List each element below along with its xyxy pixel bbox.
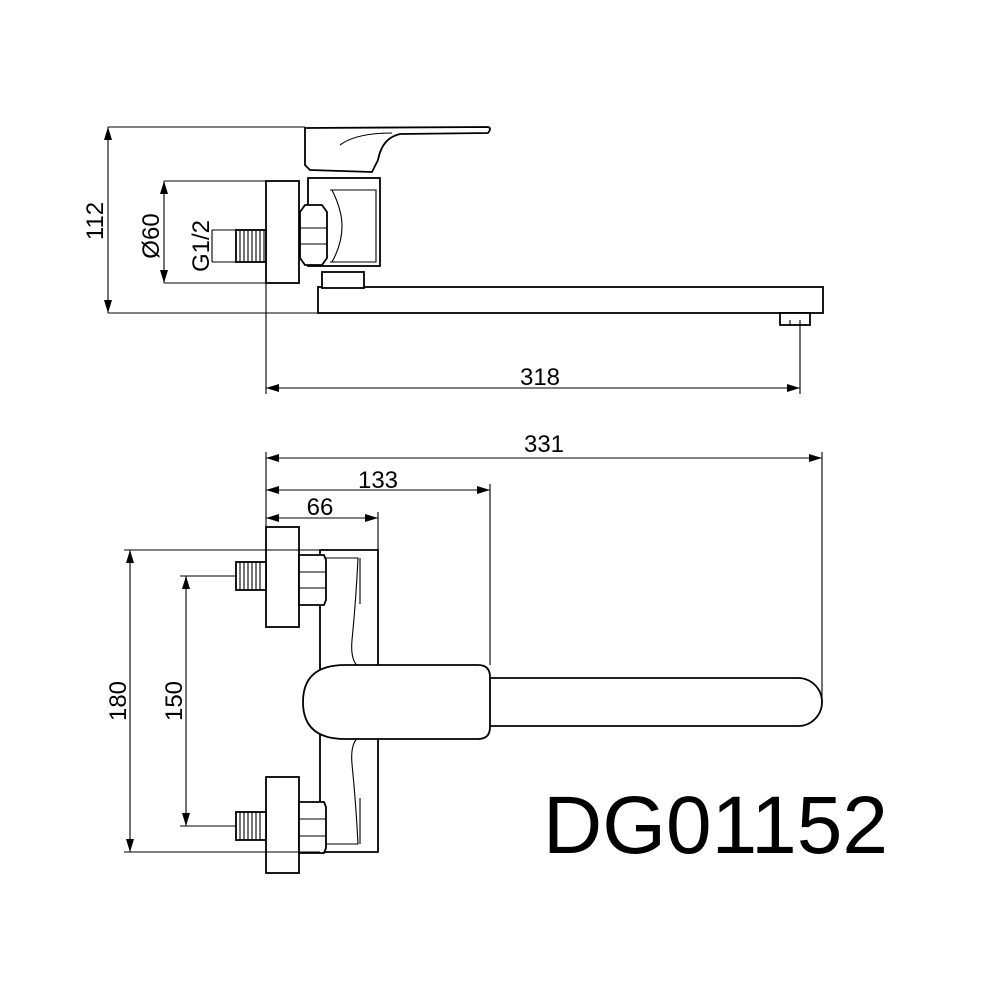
dimension-66: [266, 512, 379, 550]
top-view: 331 133 66 180: [105, 431, 823, 874]
dimension-150: [180, 575, 236, 827]
dim-label-diameter: Ø60: [138, 213, 165, 258]
dimension-112: [104, 126, 318, 314]
side-view: 112 Ø60 G1/2 318: [82, 126, 824, 394]
lever-handle: [304, 126, 491, 173]
dim-label-thread: G1/2: [188, 220, 215, 272]
dim-label-133: 133: [358, 467, 398, 494]
dim-label-112: 112: [82, 202, 109, 240]
spout: [317, 271, 824, 326]
dim-label-150: 150: [161, 681, 188, 721]
model-code: DG01152: [543, 780, 888, 871]
hex-nut: [299, 204, 328, 266]
dimension-318: [265, 283, 801, 394]
dimension-diameter: [160, 180, 266, 284]
top-handle: [302, 664, 823, 740]
threaded-inlet: [235, 229, 267, 263]
lower-inlet: [235, 776, 327, 874]
dimension-133: [266, 484, 491, 665]
dimension-180: [124, 549, 320, 853]
dim-label-331: 331: [524, 431, 564, 458]
upper-inlet: [235, 526, 327, 628]
dim-label-66: 66: [307, 494, 334, 521]
wall-flange: [265, 180, 300, 284]
dimension-thread: [211, 229, 236, 263]
dim-label-318: 318: [520, 364, 560, 391]
dim-label-180: 180: [105, 681, 132, 721]
